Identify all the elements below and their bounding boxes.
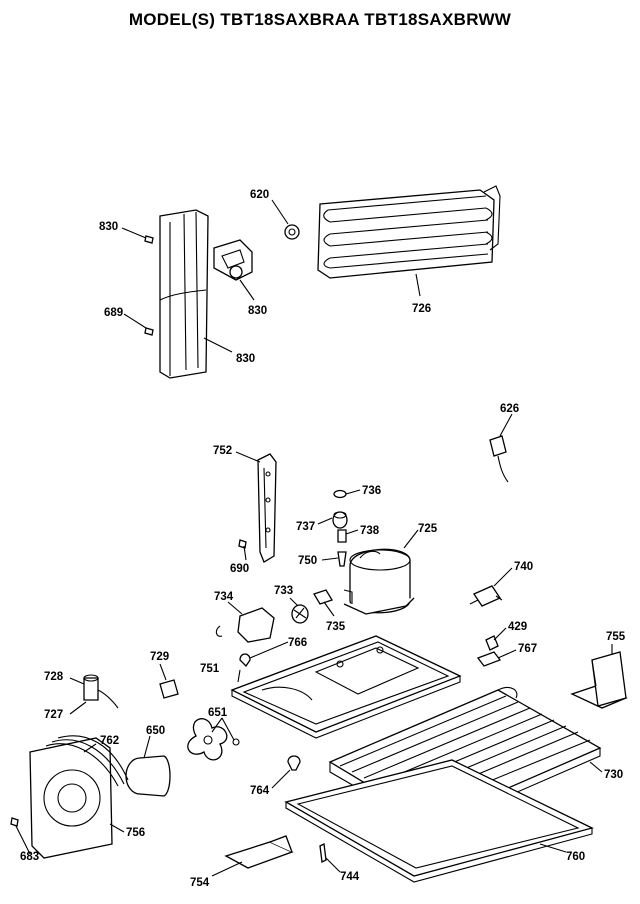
callout-830-a: 830 bbox=[99, 221, 118, 233]
channel-bracket-part bbox=[159, 209, 209, 379]
callout-729: 729 bbox=[150, 651, 169, 663]
fan-blade-651-part bbox=[187, 718, 240, 761]
sleeve-738-part bbox=[337, 529, 347, 543]
drain-pan-760-part bbox=[284, 759, 594, 883]
fan-shroud-756-part bbox=[29, 737, 113, 859]
callout-744: 744 bbox=[340, 871, 360, 883]
callout-751: 751 bbox=[200, 663, 220, 675]
callout-620: 620 bbox=[250, 189, 269, 201]
callout-429: 429 bbox=[508, 621, 527, 633]
relay-734-part bbox=[215, 607, 275, 643]
screw-689-part bbox=[144, 327, 154, 336]
callout-650: 650 bbox=[146, 725, 165, 737]
callout-754: 754 bbox=[190, 877, 210, 889]
callout-750: 750 bbox=[298, 555, 317, 567]
callout-764: 764 bbox=[250, 785, 270, 797]
washer-736-part bbox=[333, 489, 347, 499]
capacitor-733-part bbox=[291, 604, 309, 624]
clip-830-part bbox=[213, 239, 253, 281]
callout-labels: 830 620 726 830 689 830 626 752 736 737 … bbox=[20, 189, 626, 889]
clip-744-part bbox=[319, 843, 327, 863]
screw-830-part bbox=[144, 235, 154, 244]
callout-734: 734 bbox=[214, 591, 234, 603]
callout-762: 762 bbox=[100, 735, 119, 747]
callout-766: 766 bbox=[288, 637, 307, 649]
callout-755: 755 bbox=[606, 631, 626, 643]
clip-766-part bbox=[239, 653, 251, 668]
callout-735: 735 bbox=[326, 621, 346, 633]
bracket-754-part bbox=[224, 835, 294, 869]
callout-733: 733 bbox=[274, 585, 293, 597]
bolt-750-part bbox=[337, 551, 347, 567]
callout-767: 767 bbox=[518, 643, 537, 655]
callout-651: 651 bbox=[208, 707, 228, 719]
connector-626-part bbox=[489, 435, 509, 483]
callout-737: 737 bbox=[296, 521, 315, 533]
callout-830-b: 830 bbox=[248, 305, 267, 317]
callout-740: 740 bbox=[514, 561, 533, 573]
fan-motor-650-part bbox=[125, 755, 171, 797]
callout-760: 760 bbox=[566, 851, 585, 863]
callout-738: 738 bbox=[360, 525, 380, 537]
bracket-767-part bbox=[476, 651, 502, 667]
screw-683-part bbox=[10, 817, 19, 827]
callout-690: 690 bbox=[230, 563, 249, 575]
thermostat-729-part bbox=[159, 679, 179, 699]
screw-690-part bbox=[238, 539, 247, 549]
callout-730: 730 bbox=[604, 769, 623, 781]
bracket-752-part bbox=[257, 453, 277, 563]
callout-626: 626 bbox=[500, 403, 519, 415]
grommet-737-part bbox=[332, 511, 348, 529]
callout-830-c: 830 bbox=[236, 353, 255, 365]
callout-756: 756 bbox=[126, 827, 145, 839]
overload-740-part bbox=[469, 585, 503, 607]
callout-726: 726 bbox=[412, 303, 431, 315]
bracket-755-part bbox=[570, 651, 628, 709]
callout-727: 727 bbox=[44, 709, 63, 721]
callout-689: 689 bbox=[104, 307, 123, 319]
compressor-725-part bbox=[343, 548, 415, 615]
callout-736: 736 bbox=[362, 485, 381, 497]
callout-728: 728 bbox=[44, 671, 64, 683]
leader-lines bbox=[15, 199, 613, 877]
grommet-620-part bbox=[284, 224, 300, 240]
clip-735-part bbox=[313, 589, 333, 605]
capacitor-728-part bbox=[83, 674, 119, 709]
machine-base-751-part bbox=[230, 635, 462, 739]
page-title: MODEL(S) TBT18SAXBRAA TBT18SAXBRWW bbox=[128, 10, 512, 29]
baffle-762-part bbox=[45, 735, 129, 787]
clip-764-part bbox=[287, 755, 301, 771]
condenser-726-part bbox=[317, 185, 501, 279]
callout-752: 752 bbox=[213, 445, 232, 457]
callout-683: 683 bbox=[20, 851, 39, 863]
callout-725: 725 bbox=[418, 523, 438, 535]
